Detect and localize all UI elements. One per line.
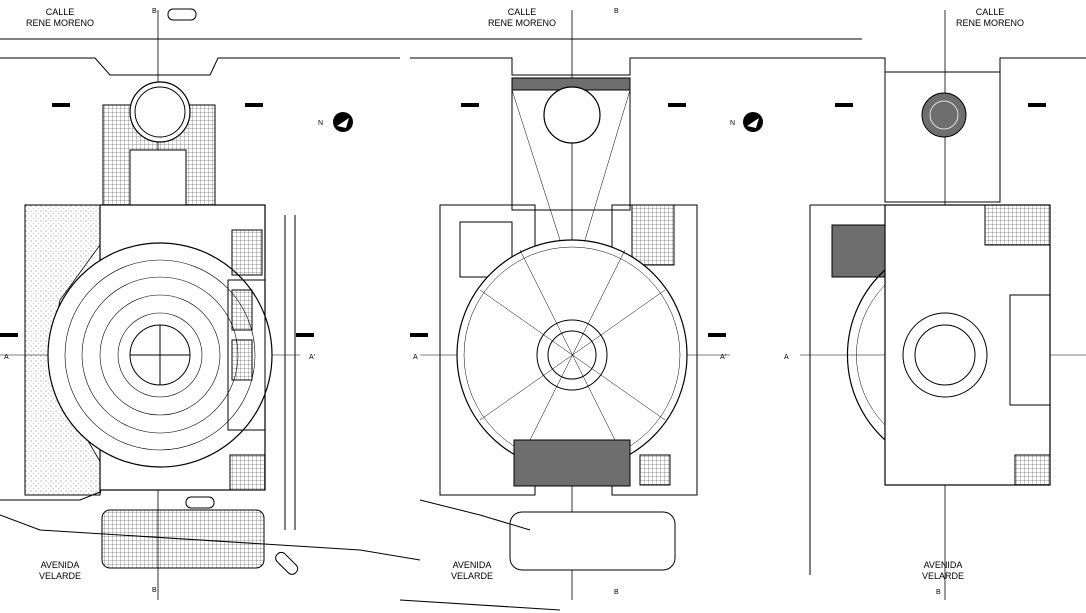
section-a-label: A xyxy=(4,354,9,361)
street-bottom-label-1: AVENIDA xyxy=(41,560,80,570)
axis-tag: B xyxy=(152,8,157,15)
street-top-label-2: RENE MORENO xyxy=(26,18,94,28)
street-bottom-label-2: VELARDE xyxy=(922,571,964,581)
plan-right xyxy=(800,10,1086,600)
street-labels: CALLE RENE MORENO CALLE RENE MORENO CALL… xyxy=(26,7,1024,581)
street-top-label-1: CALLE xyxy=(508,7,537,17)
section-a-prime-label: A' xyxy=(720,354,726,361)
street-top-label-1: CALLE xyxy=(976,7,1005,17)
axis-tag: B xyxy=(152,587,157,594)
north-label: N xyxy=(318,120,323,127)
street-top-label-2: RENE MORENO xyxy=(488,18,556,28)
street-top-label-2: RENE MORENO xyxy=(956,18,1024,28)
axis-tag: B xyxy=(614,589,619,596)
plan-middle xyxy=(399,10,810,611)
section-a-prime-label: A' xyxy=(309,354,315,361)
axis-tag: B xyxy=(936,589,941,596)
plan-left xyxy=(0,8,862,600)
section-a-label: A xyxy=(413,354,418,361)
north-label: N xyxy=(730,120,735,127)
axis-tag: B xyxy=(614,8,619,15)
street-top-label-1: CALLE xyxy=(46,7,75,17)
section-markers: A A' A A' A B B B B B xyxy=(4,8,941,596)
section-a-label: A xyxy=(784,354,789,361)
north-arrow-left: N xyxy=(318,112,353,132)
north-arrow-middle: N xyxy=(730,112,763,132)
street-bottom-label-1: AVENIDA xyxy=(453,560,492,570)
street-bottom-label-2: VELARDE xyxy=(451,571,493,581)
street-bottom-label-2: VELARDE xyxy=(39,571,81,581)
street-bottom-label-1: AVENIDA xyxy=(924,560,963,570)
